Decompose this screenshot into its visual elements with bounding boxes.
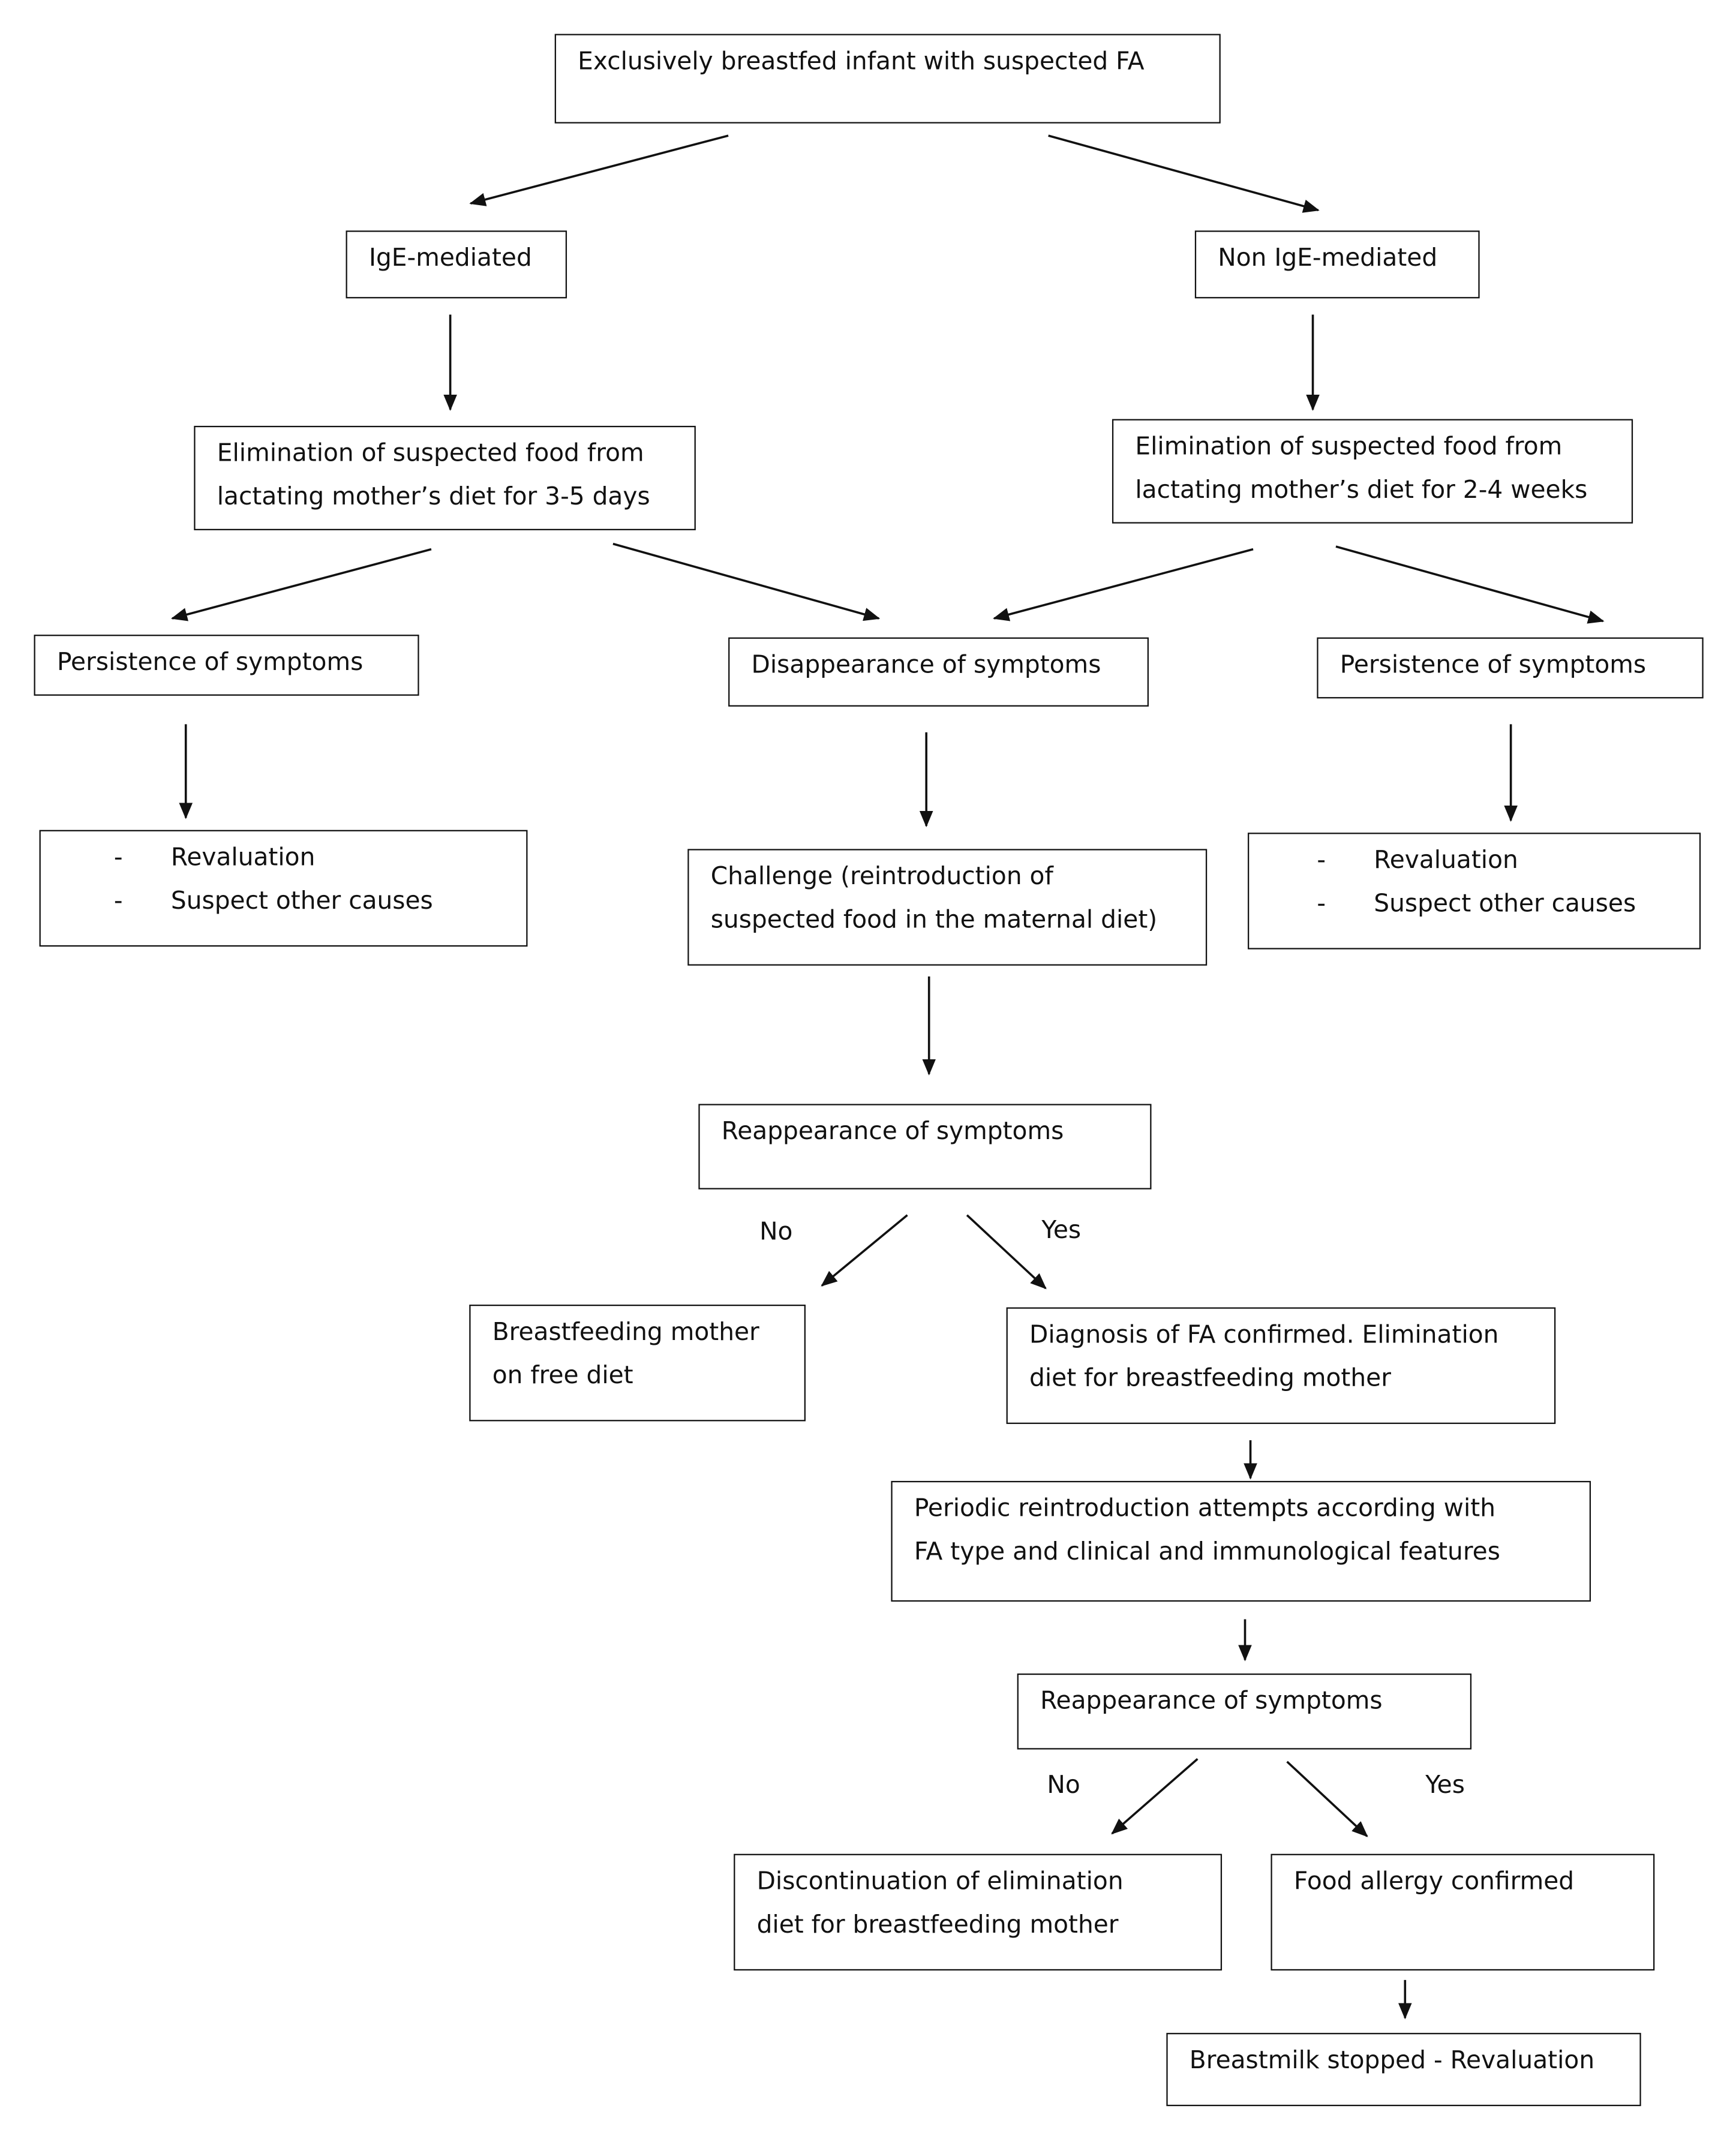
node-text-line: Elimination of suspected food from [217, 439, 644, 468]
list-item: - Suspect other causes [114, 880, 507, 923]
node-persistence-left: Persistence of symptoms [34, 635, 419, 696]
revaluation-list: - Revaluation - Suspect other causes [1317, 839, 1680, 926]
dash-bullet: - [113, 887, 123, 916]
label-no-1: No [759, 1218, 793, 1246]
node-text-line: diet for breastfeeding mother [1029, 1364, 1391, 1393]
arrow-elim-ige-to-persistence [170, 548, 432, 621]
list-item-text: Suspect other causes [1374, 890, 1636, 918]
node-persistence-right: Persistence of symptoms [1317, 637, 1704, 699]
node-diagnosis-confirmed: Diagnosis of FA confirmed. Elimination d… [1006, 1307, 1556, 1424]
list-item: - Revaluation [1317, 839, 1680, 882]
node-challenge: Challenge (reintroduction of suspected f… [687, 849, 1208, 966]
node-text-line: Periodic reintroduction attempts accordi… [914, 1494, 1496, 1523]
node-text-line: Non IgE-mediated [1218, 244, 1438, 273]
node-reappearance-2: Reappearance of symptoms [1017, 1673, 1472, 1750]
node-periodic-reintroduction: Periodic reintroduction attempts accordi… [891, 1480, 1591, 1602]
node-non-ige-mediated: Non IgE-mediated [1194, 230, 1480, 299]
node-text-line: Breastfeeding mother [492, 1318, 759, 1347]
node-text-line: Breastmilk stopped - Revaluation [1189, 2046, 1595, 2075]
arrow-root-to-ige [469, 134, 729, 206]
node-text-line: IgE-mediated [368, 244, 532, 273]
node-text-line: Persistence of symptoms [1339, 651, 1647, 680]
node-reappearance-1: Reappearance of symptoms [698, 1104, 1152, 1189]
arrow-reappearance-yes-to-allergy [1286, 1761, 1368, 1837]
node-text-line: Disappearance of symptoms [751, 651, 1101, 680]
list-item: - Revaluation [114, 837, 507, 880]
node-text-line: lactating mother’s diet for 2-4 weeks [1135, 476, 1588, 505]
list-item-text: Suspect other causes [170, 887, 433, 916]
arrow-elim-ige-to-disappearance [612, 542, 881, 621]
node-text-line: Persistence of symptoms [56, 648, 364, 677]
label-yes-2: Yes [1425, 1771, 1465, 1800]
node-food-allergy-confirmed: Food allergy confirmed [1271, 1853, 1655, 1971]
arrow-elim-non-ige-to-disappearance [993, 548, 1254, 621]
node-breastmilk-stopped: Breastmilk stopped - Revaluation [1166, 2033, 1641, 2107]
arrow-reappearance-yes-to-diagnosis [966, 1214, 1047, 1290]
list-item-text: Revaluation [170, 843, 316, 872]
arrow-reappearance-no-to-discontinuation [1111, 1758, 1199, 1835]
node-text-line: diet for breastfeeding mother [756, 1910, 1119, 1940]
node-text-line: Challenge (reintroduction of [710, 862, 1053, 891]
node-text-line: on free diet [492, 1361, 633, 1390]
node-text-line: lactating mother’s diet for 3-5 days [217, 482, 650, 512]
label-yes-1: Yes [1041, 1216, 1082, 1245]
node-elimination-2-4-weeks: Elimination of suspected food from lacta… [1112, 419, 1633, 524]
node-text-line: Exclusively breastfed infant with suspec… [578, 47, 1145, 76]
node-free-diet: Breastfeeding mother on free diet [469, 1304, 806, 1422]
arrow-reappearance-no-to-free-diet [821, 1214, 908, 1287]
list-item: - Suspect other causes [1317, 883, 1680, 926]
node-exclusively-breastfed-infant: Exclusively breastfed infant with suspec… [554, 34, 1221, 124]
node-disappearance: Disappearance of symptoms [728, 637, 1149, 707]
revaluation-list: - Revaluation - Suspect other causes [114, 837, 507, 924]
label-no-2: No [1047, 1771, 1080, 1800]
node-elimination-3-5-days: Elimination of suspected food from lacta… [194, 425, 696, 531]
node-text-line: suspected food in the maternal diet) [710, 906, 1158, 935]
dash-bullet: - [1317, 846, 1326, 875]
node-discontinuation: Discontinuation of elimination diet for … [734, 1853, 1223, 1971]
node-revaluation-right: - Revaluation - Suspect other causes [1248, 833, 1701, 950]
node-text-line: Discontinuation of elimination [756, 1867, 1124, 1896]
node-ige-mediated: IgE-mediated [346, 230, 567, 299]
node-text-line: Reappearance of symptoms [721, 1117, 1064, 1146]
node-text-line: Food allergy confirmed [1293, 1867, 1575, 1896]
node-text-line: Diagnosis of FA confirmed. Elimination [1029, 1321, 1499, 1350]
node-text-line: FA type and clinical and immunological f… [914, 1537, 1500, 1567]
node-revaluation-left: - Revaluation - Suspect other causes [39, 830, 528, 947]
node-text-line: Elimination of suspected food from [1135, 432, 1563, 461]
arrow-root-to-non-ige [1048, 134, 1320, 213]
dash-bullet: - [1317, 890, 1326, 918]
dash-bullet: - [113, 843, 123, 872]
arrow-elim-non-ige-to-persistence [1335, 545, 1605, 624]
node-text-line: Reappearance of symptoms [1040, 1687, 1383, 1716]
list-item-text: Revaluation [1374, 846, 1518, 875]
